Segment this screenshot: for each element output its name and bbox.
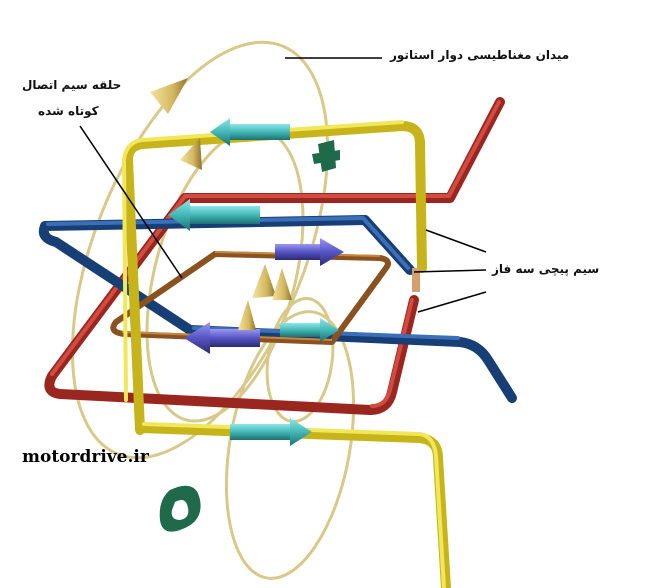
short-circuit-ring-label-line1: حلقه سیم اتصال — [22, 78, 122, 92]
field-loop-middle — [145, 127, 305, 423]
short-circuit-ring-label-line2: کوتاه شده — [38, 104, 99, 118]
field-loop-outer — [70, 40, 330, 460]
field-direction-cone — [150, 78, 188, 114]
leader-wire-red — [417, 291, 487, 313]
field-direction-cone — [238, 300, 256, 330]
current-direction-arrow — [168, 199, 260, 231]
three-phase-winding-label: سیم پیچی سه فاز — [492, 262, 600, 276]
numeral-shape-bottom — [159, 485, 201, 532]
numeral-shape-top — [312, 140, 340, 172]
cyan-current-arrows — [168, 118, 339, 446]
field-direction-cone — [180, 138, 202, 170]
site-watermark: motordrive.ir — [22, 447, 149, 467]
current-direction-arrow — [184, 322, 260, 354]
field-direction-cone — [252, 264, 276, 298]
leader-wire-blue — [413, 269, 487, 273]
current-direction-arrow — [230, 418, 312, 446]
leader-ring — [79, 125, 183, 279]
field-direction-cone — [272, 268, 292, 300]
current-direction-arrow — [210, 118, 290, 146]
terminal-stub — [412, 268, 420, 292]
field-direction-cones — [150, 78, 292, 330]
red-winding — [44, 97, 505, 415]
current-direction-arrow — [275, 238, 344, 266]
yellow-winding-highlight — [122, 120, 446, 588]
leader-lines — [79, 57, 487, 313]
stator-field-label: میدان مغناطیسی دوار استاتور — [390, 48, 570, 62]
purple-current-arrows — [184, 238, 344, 354]
green-numeral-shapes — [159, 140, 340, 532]
short-circuit-ring — [110, 251, 391, 345]
leader-wire-yellow — [425, 229, 487, 253]
current-direction-arrow — [280, 318, 339, 342]
